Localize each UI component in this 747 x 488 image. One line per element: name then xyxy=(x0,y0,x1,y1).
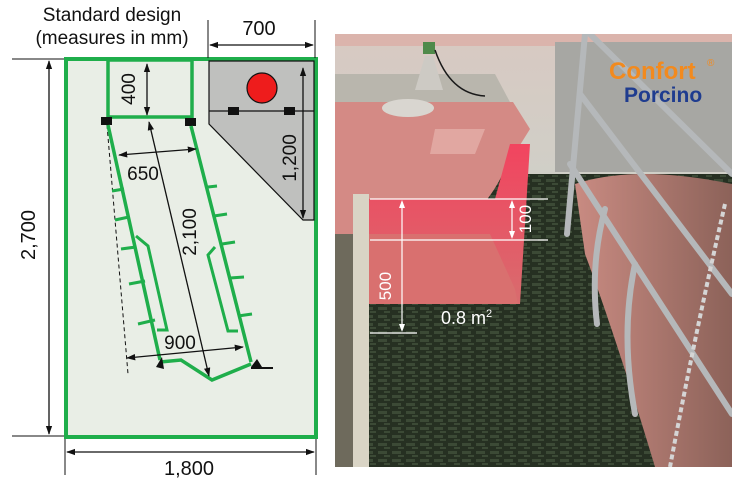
area-superscript: 2 xyxy=(486,308,492,320)
dim-line-crate-length xyxy=(147,121,211,377)
dim-label-crate-front: 650 xyxy=(127,164,159,185)
logo-line1: Confort xyxy=(609,58,696,85)
chain xyxy=(668,203,727,467)
overlay-label-heated-area: 0.8 m2 xyxy=(441,308,492,328)
cover-highlight xyxy=(430,129,485,154)
farrowing-pen-photo: 100 500 0.8 m2 Confort ® Porcino xyxy=(335,34,732,467)
heat-lamp-socket xyxy=(423,42,435,54)
overlay-arrowheads xyxy=(399,200,515,332)
crate-rail-right-inner xyxy=(206,246,238,333)
heat-lamp-icon xyxy=(246,72,278,104)
cover-inspection-hatch xyxy=(382,99,434,117)
confort-porcino-logo: Confort ® Porcino xyxy=(609,58,715,107)
logo-line2: Porcino xyxy=(624,84,702,107)
dim-label-crate-rear: 900 xyxy=(164,333,196,354)
diagram-title: Standard design (measures in mm) xyxy=(12,4,212,50)
crate-post-front-left xyxy=(101,117,112,125)
farrowing-pen-diagram: 1,200 400 650 2,100 900 7 xyxy=(12,18,318,480)
dim-label-nest-length: 1,200 xyxy=(280,134,301,182)
dim-label-feeder-depth: 400 xyxy=(119,73,140,105)
dim-line-crate-rear xyxy=(126,344,244,361)
dim-label-crate-length: 2,100 xyxy=(180,208,201,256)
crate-post-front-right xyxy=(185,118,196,126)
overlay-label-lamp-gap: 100 xyxy=(516,205,535,233)
nest-bar-bracket-right xyxy=(284,107,295,115)
lamp-cable xyxy=(434,49,486,97)
diagram-title-line1: Standard design xyxy=(42,5,182,26)
heated-nest-area xyxy=(208,60,315,221)
crate-rails xyxy=(564,34,732,417)
nest-bar-bracket-left xyxy=(228,107,239,115)
dim-label-total-length: 2,700 xyxy=(18,210,40,260)
overlay-label-heated-depth: 500 xyxy=(376,272,395,300)
diagram-title-line2: (measures in mm) xyxy=(35,28,189,49)
photo-illustration: 100 500 0.8 m2 Confort ® Porcino xyxy=(335,34,732,467)
measurement-overlay xyxy=(370,198,548,334)
heat-lamp-shade xyxy=(415,56,443,90)
feeder-box xyxy=(106,58,194,119)
logo-registered: ® xyxy=(707,58,715,69)
crate-rear-corner-right xyxy=(251,359,273,369)
area-value: 0.8 m xyxy=(441,308,486,328)
dim-label-total-width: 1,800 xyxy=(164,458,214,480)
dim-label-nest-width: 700 xyxy=(242,18,275,40)
side-board-edge xyxy=(335,234,353,467)
heated-mat xyxy=(365,234,518,304)
side-board xyxy=(353,194,369,467)
